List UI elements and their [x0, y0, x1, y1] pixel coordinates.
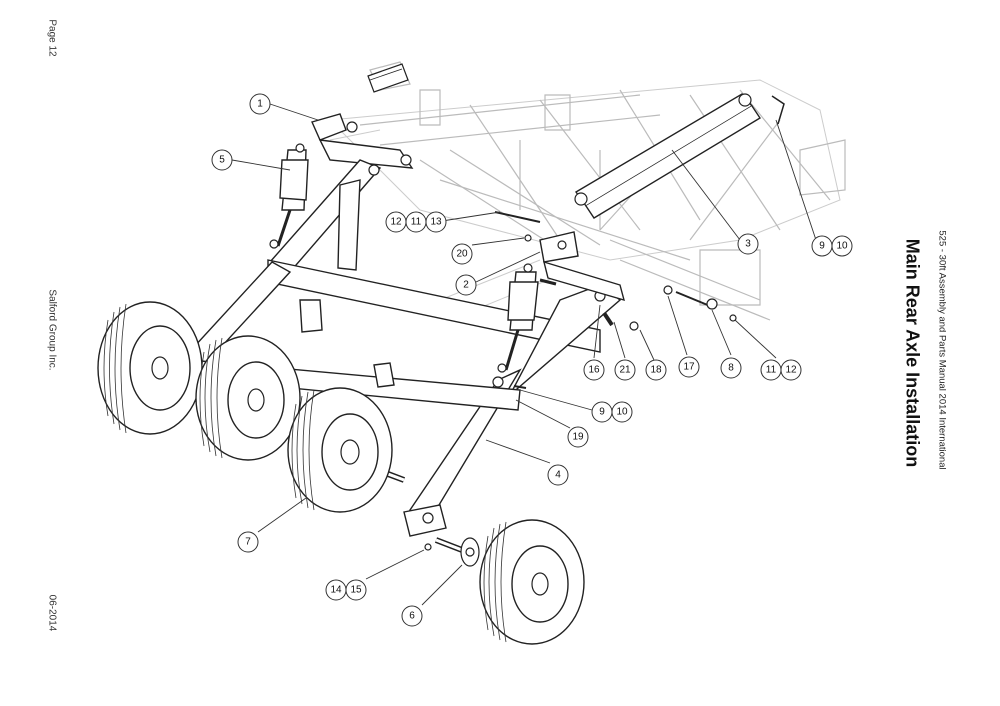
svg-text:17: 17 — [683, 362, 695, 373]
svg-text:4: 4 — [555, 470, 561, 481]
hitch-bar-item — [367, 63, 409, 93]
svg-text:21: 21 — [619, 365, 631, 376]
callout-19: 19 — [567, 426, 589, 448]
callout-20: 20 — [451, 243, 473, 265]
svg-text:10: 10 — [616, 407, 628, 418]
cylinder-part5-left — [269, 143, 309, 249]
callout-6: 6 — [401, 605, 423, 627]
svg-text:13: 13 — [430, 217, 442, 228]
svg-text:20: 20 — [456, 249, 468, 260]
svg-text:5: 5 — [219, 155, 225, 166]
callout-5: 5 — [211, 149, 233, 171]
callout-4: 4 — [547, 464, 569, 486]
callout-1: 1 — [249, 93, 271, 115]
svg-text:7: 7 — [245, 537, 251, 548]
svg-text:19: 19 — [572, 432, 584, 443]
callout-21: 21 — [614, 359, 636, 381]
callout-11-12: 11 12 — [760, 359, 802, 381]
svg-text:2: 2 — [463, 280, 469, 291]
svg-text:16: 16 — [588, 365, 600, 376]
svg-text:3: 3 — [745, 239, 751, 250]
svg-text:15: 15 — [350, 585, 362, 596]
callout-12-11-13: 12 11 13 — [385, 211, 447, 233]
svg-text:12: 12 — [785, 365, 797, 376]
leader-lines — [231, 103, 817, 606]
svg-text:9: 9 — [819, 241, 825, 252]
callout-17: 17 — [678, 356, 700, 378]
svg-text:11: 11 — [766, 365, 777, 376]
svg-text:14: 14 — [330, 585, 342, 596]
callout-8: 8 — [720, 357, 742, 379]
svg-text:18: 18 — [650, 365, 662, 376]
wheel-rear-right — [195, 335, 301, 461]
wheel-front-right — [479, 519, 585, 645]
diagonal-beam-part3 — [574, 93, 761, 219]
hardware-pins — [424, 95, 785, 551]
callout-16: 16 — [583, 359, 605, 381]
svg-text:6: 6 — [409, 611, 415, 622]
svg-text:9: 9 — [599, 407, 605, 418]
axle-mount-bracket-part1 — [311, 113, 414, 169]
bracket-part2 — [539, 231, 625, 302]
callout-9-10-mid: 9 10 — [591, 401, 633, 423]
svg-text:1: 1 — [257, 99, 263, 110]
svg-text:11: 11 — [411, 217, 422, 228]
callout-3: 3 — [737, 233, 759, 255]
callout-2: 2 — [455, 274, 477, 296]
svg-text:10: 10 — [836, 241, 848, 252]
callout-9-10-top: 9 10 — [811, 235, 853, 257]
callout-14-15: 14 15 — [325, 579, 367, 601]
callout-18: 18 — [645, 359, 667, 381]
wheel-front-left — [287, 387, 393, 513]
wheel-rear-left — [97, 301, 203, 435]
callout-7: 7 — [237, 531, 259, 553]
svg-text:12: 12 — [390, 217, 402, 228]
cylinder-part5-right — [497, 263, 539, 373]
svg-text:8: 8 — [728, 363, 734, 374]
